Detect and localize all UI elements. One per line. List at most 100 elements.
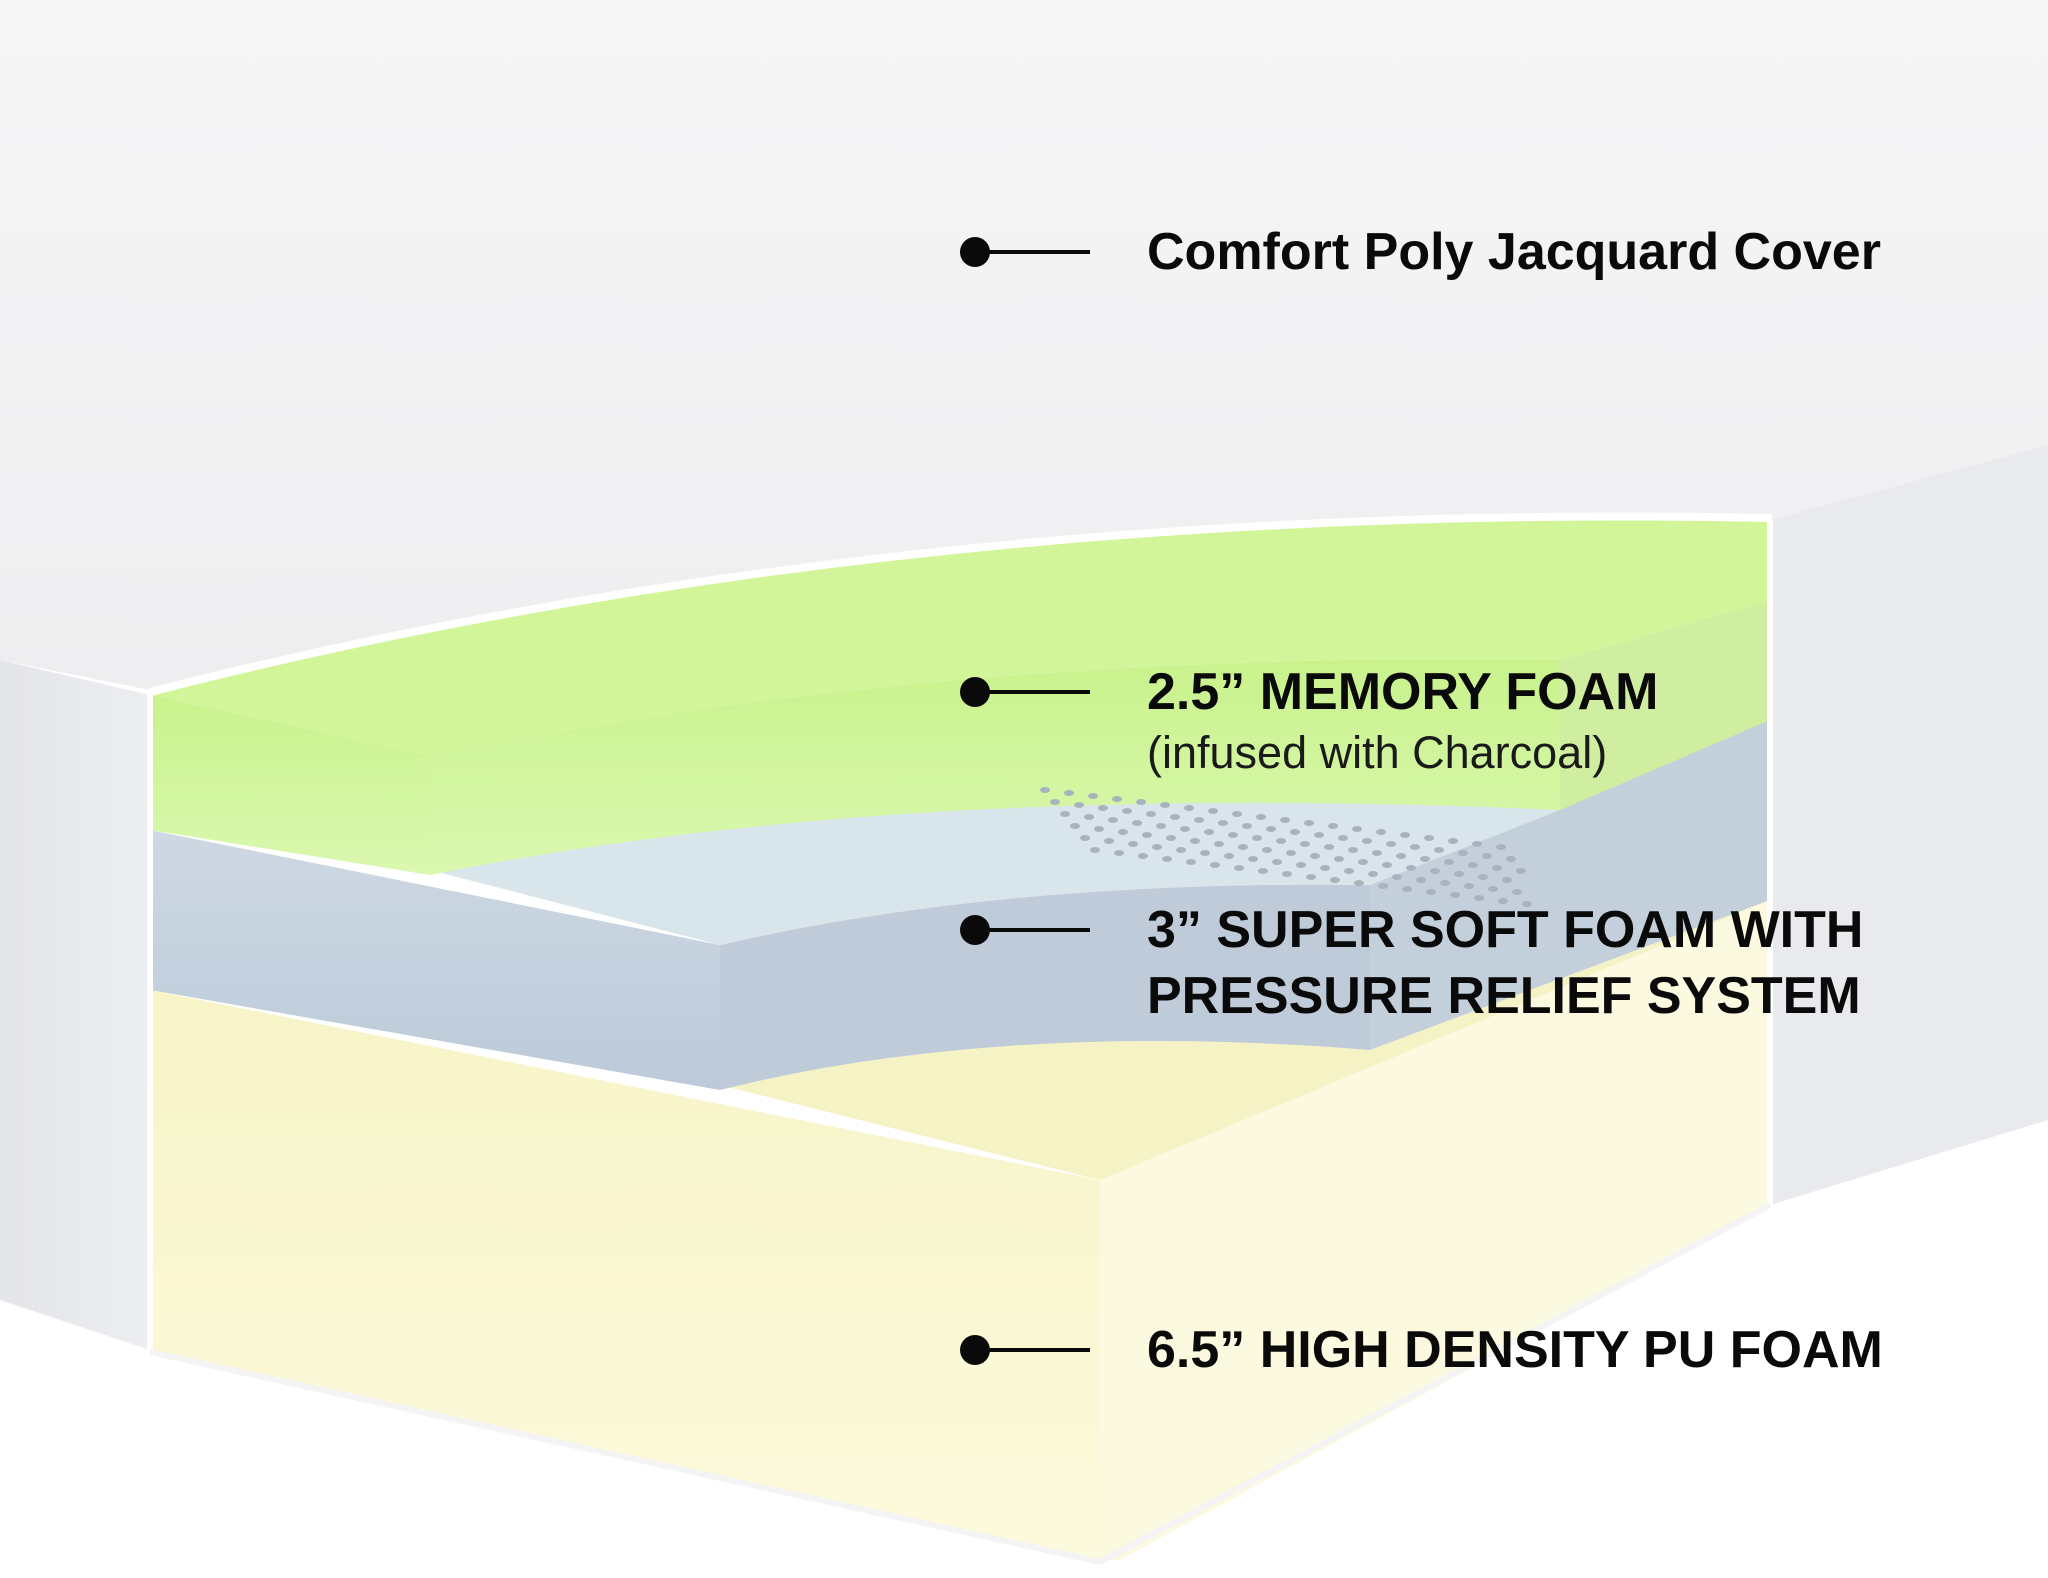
pressure-relief-dot	[1094, 826, 1104, 832]
pressure-relief-dot	[1396, 853, 1406, 859]
pressure-relief-dot	[1310, 853, 1320, 859]
pressure-relief-dot	[1194, 817, 1204, 823]
pressure-relief-dot	[1314, 832, 1324, 838]
label-soft-foam: 3” SUPER SOFT FOAM WITH PRESSURE RELIEF …	[1147, 897, 1863, 1029]
pressure-relief-dot	[1248, 856, 1258, 862]
pressure-relief-dot	[1362, 838, 1372, 844]
pressure-relief-dot	[1296, 862, 1306, 868]
pressure-relief-dot	[1334, 856, 1344, 862]
pressure-relief-dot	[1282, 871, 1292, 877]
pressure-relief-dot	[1304, 820, 1314, 826]
pressure-relief-dot	[1258, 868, 1268, 874]
pressure-relief-dot	[1430, 868, 1440, 874]
pressure-relief-dot	[1420, 856, 1430, 862]
pressure-relief-dot	[1516, 868, 1526, 874]
pressure-relief-dot	[1128, 841, 1138, 847]
pressure-relief-dot	[1386, 841, 1396, 847]
pressure-relief-dot	[1286, 850, 1296, 856]
mattress-left-side	[0, 660, 150, 1350]
base-foam-right	[1100, 900, 1770, 1560]
pressure-relief-dot	[1180, 826, 1190, 832]
pressure-relief-dot	[1146, 811, 1156, 817]
pressure-relief-dot	[1104, 838, 1114, 844]
soft-foam-curve	[720, 884, 1370, 1090]
pressure-relief-dot	[1426, 889, 1436, 895]
pressure-relief-dot	[1200, 850, 1210, 856]
pressure-relief-dot	[1382, 862, 1392, 868]
pressure-relief-dot	[1184, 805, 1194, 811]
pressure-relief-dot	[1338, 835, 1348, 841]
pressure-relief-dot	[1186, 859, 1196, 865]
label-memory-foam-title: 2.5” MEMORY FOAM	[1147, 663, 1659, 721]
pressure-relief-dot	[1280, 817, 1290, 823]
pressure-relief-dot	[1232, 811, 1242, 817]
pressure-relief-dot	[1276, 838, 1286, 844]
pressure-relief-dot	[1502, 877, 1512, 883]
pressure-relief-dot	[1176, 847, 1186, 853]
pressure-relief-dot	[1458, 850, 1468, 856]
pressure-relief-dot	[1352, 826, 1362, 832]
pressure-relief-dot	[1392, 874, 1402, 880]
callout-leader-line	[984, 928, 1090, 932]
pressure-relief-dot	[1424, 835, 1434, 841]
pressure-relief-dot	[1098, 805, 1108, 811]
pressure-relief-dot	[1448, 838, 1458, 844]
pressure-relief-dot	[1084, 814, 1094, 820]
callout-memory-foam-pointer	[960, 662, 1140, 722]
cut-edge-highlight	[149, 512, 1773, 696]
callout-leader-line	[984, 250, 1090, 254]
callout-base-foam-pointer	[960, 1320, 1140, 1380]
pressure-relief-dot	[1170, 814, 1180, 820]
pressure-relief-dot	[1204, 829, 1214, 835]
pressure-relief-dot	[1142, 832, 1152, 838]
pressure-relief-dot	[1348, 847, 1358, 853]
pressure-relief-dot	[1434, 847, 1444, 853]
pressure-relief-dot	[1482, 853, 1492, 859]
pressure-relief-dot	[1252, 835, 1262, 841]
pressure-relief-dot	[1060, 811, 1070, 817]
pressure-relief-dot	[1080, 835, 1090, 841]
pressure-relief-dot	[1506, 856, 1516, 862]
cut-edge-bottom	[149, 1202, 1772, 1566]
pressure-relief-dot	[1234, 865, 1244, 871]
memory-foam-top	[150, 518, 1770, 755]
pressure-relief-dot	[1228, 832, 1238, 838]
pressure-relief-dot	[1256, 814, 1266, 820]
pressure-relief-dot	[1474, 895, 1484, 901]
pressure-relief-dot	[1108, 817, 1118, 823]
pressure-relief-dot	[1320, 865, 1330, 871]
pressure-relief-dot	[1368, 871, 1378, 877]
pressure-relief-dot	[1410, 844, 1420, 850]
pressure-relief-dot	[1472, 841, 1482, 847]
pressure-relief-dot	[1088, 793, 1098, 799]
pressure-relief-dot	[1444, 859, 1454, 865]
pressure-relief-dot	[1210, 862, 1220, 868]
pressure-relief-dot	[1306, 874, 1316, 880]
pressure-relief-dot	[1512, 889, 1522, 895]
pressure-relief-dot	[1402, 886, 1412, 892]
pressure-relief-dot	[1074, 802, 1084, 808]
pressure-relief-dot	[1324, 844, 1334, 850]
label-memory-foam: 2.5” MEMORY FOAM (infused with Charcoal)	[1147, 659, 1658, 781]
pressure-relief-dot	[1112, 796, 1122, 802]
pressure-relief-dot	[1138, 853, 1148, 859]
soft-foam-top	[430, 802, 1560, 945]
pressure-relief-dot	[1238, 844, 1248, 850]
pressure-relief-dot	[1156, 823, 1166, 829]
pressure-relief-dot	[1224, 853, 1234, 859]
pressure-relief-dots	[1040, 787, 1532, 907]
memory-foam-right	[1560, 600, 1770, 810]
pressure-relief-dot	[1132, 820, 1142, 826]
callout-leader-line	[984, 690, 1090, 694]
pressure-relief-dot	[1118, 829, 1128, 835]
pressure-relief-dot	[1266, 826, 1276, 832]
pressure-relief-dot	[1050, 799, 1060, 805]
pressure-relief-dot	[1376, 829, 1386, 835]
pressure-relief-dot	[1214, 841, 1224, 847]
pressure-relief-dot	[1450, 892, 1460, 898]
pressure-relief-dot	[1162, 856, 1172, 862]
pressure-relief-dot	[1190, 838, 1200, 844]
pressure-relief-dot	[1372, 850, 1382, 856]
pressure-relief-dot	[1330, 877, 1340, 883]
callout-leader-line	[984, 1348, 1090, 1352]
